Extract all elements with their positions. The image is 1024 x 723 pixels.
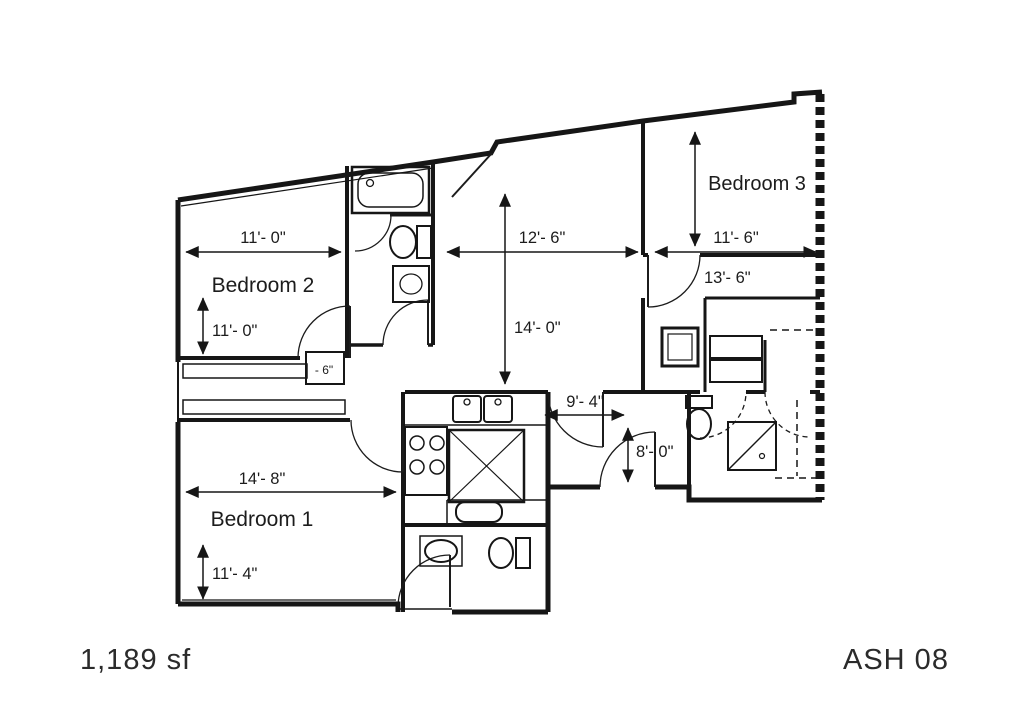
- labels: 11'- 0" Bedroom 2 11'- 0" 12'- 6" 11'- 6…: [211, 173, 806, 583]
- dim-kitchen-width: 9'- 4": [566, 393, 604, 411]
- doors: [297, 152, 811, 608]
- kitchen-lower-sink: [455, 501, 503, 523]
- linen-shelf: [709, 335, 763, 359]
- dim-living-width: 12'- 6": [519, 229, 566, 247]
- bedroom-1-label: Bedroom 1: [211, 508, 314, 531]
- door-swing-closet3-dashed: [764, 391, 811, 438]
- shower: [727, 421, 777, 471]
- toilet-bowl: [686, 408, 712, 440]
- dim-bed2-depth: 11'- 0": [212, 322, 258, 340]
- unit-label: ASH 08: [843, 644, 949, 676]
- bedroom-3-label: Bedroom 3: [708, 173, 806, 195]
- bath1-sink: [392, 265, 430, 303]
- fixtures: [182, 165, 818, 569]
- dim-bed1-depth: 11'- 4": [212, 565, 258, 583]
- corridor-sink: [660, 326, 700, 368]
- faucet: [463, 398, 471, 406]
- toilet-bowl: [488, 537, 514, 569]
- shower-drain: [758, 452, 766, 460]
- door-swing-entry: [397, 554, 451, 608]
- dim-bed3-depth: 13'- 6": [704, 269, 751, 287]
- kitchen-sink-right: [483, 395, 513, 423]
- door-swing-bed2: [297, 305, 351, 359]
- door-swing-bath3-dashed: [699, 391, 747, 439]
- shower-diagonal: [727, 421, 777, 471]
- door-swing-balcony: [599, 431, 656, 488]
- wall-bottom-right: [655, 484, 822, 503]
- door-swing-bed1: [350, 419, 404, 473]
- dim-bed1-width: 14'- 8": [239, 470, 286, 488]
- door-swing-bath1: [382, 299, 429, 346]
- door-swing-hall: [547, 391, 604, 448]
- dim-living-depth: 14'- 0": [514, 319, 561, 337]
- toilet-tank: [416, 225, 432, 259]
- kitchen-sink-left: [452, 395, 482, 423]
- bedroom-2-label: Bedroom 2: [212, 274, 315, 297]
- door-swing-bath1-inner: [354, 214, 392, 252]
- burner: [429, 435, 445, 451]
- tub-drain: [365, 178, 375, 188]
- wall-face-line: [180, 167, 434, 207]
- dim-bed2-width: 11'- 0": [240, 229, 286, 247]
- corridor-sink-bowl: [667, 333, 693, 361]
- burner: [409, 459, 425, 475]
- toilet-bowl: [389, 225, 417, 259]
- dim-hall-depth: 8'- 0": [636, 443, 674, 461]
- bath2-vanity: [419, 535, 463, 567]
- bath1-sink-bowl: [399, 273, 423, 295]
- closet-shelf: [182, 399, 346, 415]
- bath2-sink-bowl: [424, 539, 458, 563]
- dimension-lines: [185, 131, 817, 600]
- burner: [429, 459, 445, 475]
- island-cross: [448, 429, 525, 503]
- exterior-walls: [175, 89, 825, 615]
- dim-closet: - 6": [315, 363, 333, 377]
- linen-shelf: [709, 359, 763, 383]
- wall-bed1-bottom: [178, 601, 401, 612]
- dim-bed3-width: 11'- 6": [713, 229, 759, 247]
- toilet-tank: [515, 537, 531, 569]
- burner: [409, 435, 425, 451]
- bathtub-basin: [357, 172, 424, 208]
- door-leaf-entry-top: [451, 152, 493, 198]
- wall-top: [177, 89, 823, 203]
- door-swing-bed3: [647, 254, 701, 308]
- stove: [404, 426, 448, 496]
- faucet: [494, 398, 502, 406]
- closet-shelf: [182, 363, 308, 379]
- bathtub: [350, 165, 431, 215]
- area-label: 1,189 sf: [80, 644, 192, 676]
- closet-box: [305, 351, 345, 385]
